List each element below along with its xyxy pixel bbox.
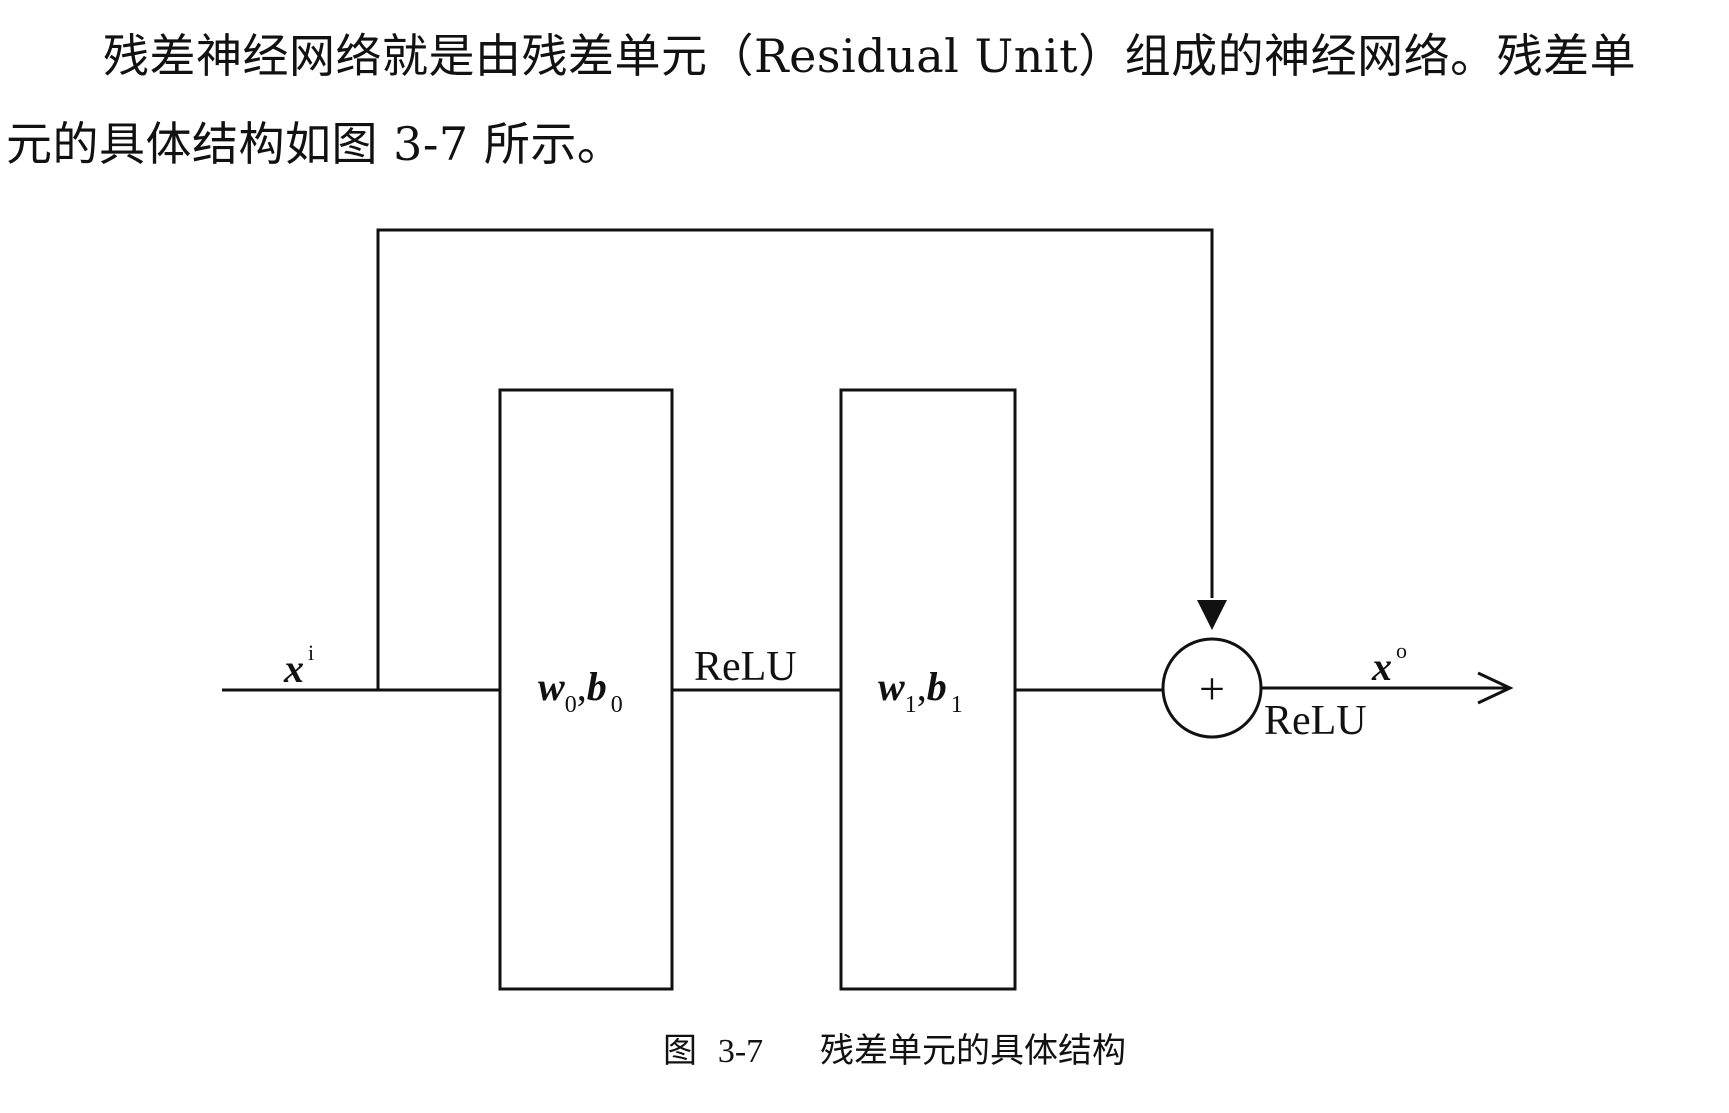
output-superscript: o (1396, 638, 1407, 663)
figure-title: 残差单元的具体结构 (819, 1031, 1126, 1071)
output-arrowhead (1477, 671, 1514, 705)
paragraph-line-1: 残差神经网络就是由残差单元（Residual Unit）组成的神经网络。残差单 (103, 29, 1637, 83)
body-paragraph: 残差神经网络就是由残差单元（Residual Unit）组成的神经网络。残差单 … (0, 12, 1729, 188)
input-superscript: i (308, 640, 314, 665)
block0-bias: b (587, 664, 607, 709)
output-symbol: x (1371, 644, 1392, 689)
layer-block-0 (498, 388, 674, 991)
figure-caption: 图 3-7 残差单元的具体结构 (0, 1031, 1729, 1072)
relu-label-between: ReLU (694, 644, 797, 690)
input-symbol: x (283, 646, 304, 691)
block0-weight: w (538, 664, 565, 709)
figure-label: 图 (663, 1031, 698, 1071)
block1-bias: b (927, 664, 947, 709)
skip-arrowhead (1197, 600, 1227, 630)
sum-symbol: + (1199, 663, 1225, 714)
relu-label-output: ReLU (1264, 698, 1367, 744)
block0-weight-sub: 0 (565, 692, 577, 718)
block1-weight-sub: 1 (905, 692, 917, 718)
skip-connection (376, 228, 1214, 690)
paragraph-line-2: 元的具体结构如图 3-7 所示。 (6, 117, 624, 171)
block1-bias-sub: 1 (951, 692, 963, 718)
layer-block-1 (839, 388, 1017, 991)
figure-number: 3-7 (717, 1033, 764, 1070)
block0-bias-sub: 0 (611, 692, 623, 718)
block1-weight: w (878, 664, 905, 709)
